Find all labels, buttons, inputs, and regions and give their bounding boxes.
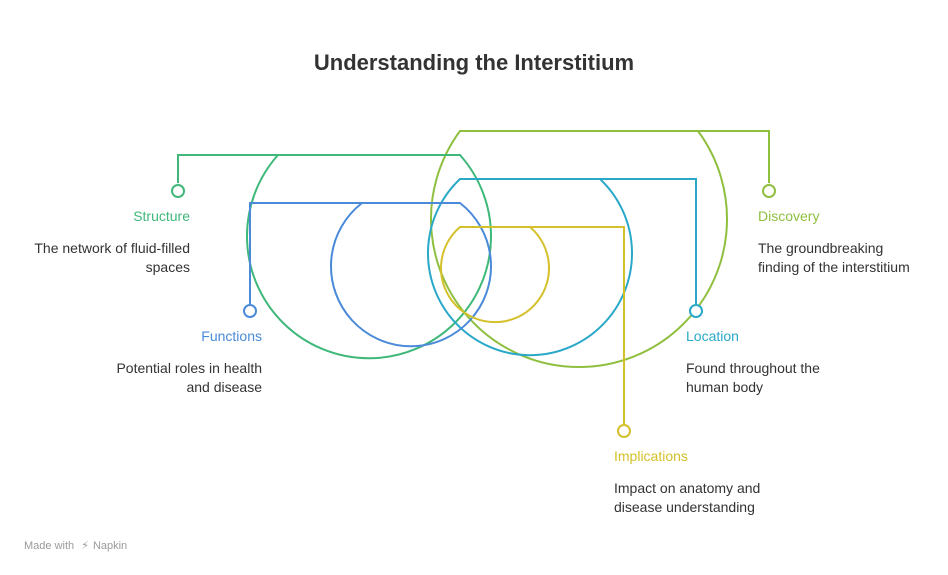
discovery-connector	[430, 130, 770, 368]
functions-desc-line1: Potential roles in health	[116, 360, 262, 376]
implications-desc-line2: disease understanding	[614, 499, 755, 515]
implications-desc-line1: Impact on anatomy and	[614, 480, 761, 496]
discovery-label: Discovery	[758, 208, 820, 224]
location-label: Location	[686, 328, 739, 344]
location-desc-line1: Found throughout the	[686, 360, 820, 376]
structure-desc-line2: spaces	[145, 259, 190, 275]
structure-node-circle	[171, 184, 185, 198]
functions-connector	[249, 202, 492, 348]
structure-label: Structure	[133, 208, 190, 224]
structure-description: The network of fluid-filled spaces	[10, 239, 190, 277]
napkin-logo-icon: ⚡	[81, 540, 89, 552]
napkin-brand-text: Napkin	[92, 540, 128, 552]
implications-description: Impact on anatomy and disease understand…	[614, 479, 794, 517]
discovery-description: The groundbreaking finding of the inters…	[758, 239, 943, 277]
made-with-text: Made with	[24, 540, 75, 552]
location-connector	[427, 178, 697, 357]
implications-node-circle	[617, 424, 631, 438]
implications-connector	[440, 226, 625, 424]
discovery-desc-line1: The groundbreaking	[758, 240, 884, 256]
structure-desc-line1: The network of fluid-filled	[34, 240, 190, 256]
made-with-footer: Made with ⚡Napkin	[24, 539, 127, 552]
functions-desc-line2: and disease	[186, 379, 262, 395]
location-description: Found throughout the human body	[686, 359, 856, 397]
page-title: Understanding the Interstitium	[313, 50, 635, 75]
location-node-circle	[689, 304, 703, 318]
discovery-desc-line2: finding of the interstitium	[758, 259, 910, 275]
functions-description: Potential roles in health and disease	[90, 359, 262, 397]
implications-label: Implications	[614, 448, 688, 464]
location-desc-line2: human body	[686, 379, 764, 395]
structure-connector	[177, 154, 492, 360]
discovery-node-circle	[762, 184, 776, 198]
functions-node-circle	[243, 304, 257, 318]
functions-label: Functions	[201, 328, 262, 344]
